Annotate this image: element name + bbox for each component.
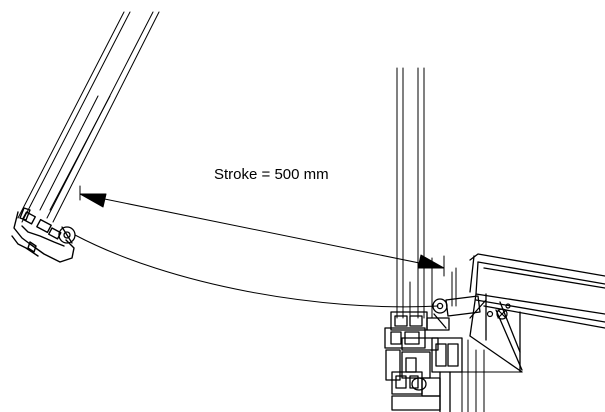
closed-pivot-arm (433, 296, 480, 328)
lower-frame-verticals (458, 340, 522, 412)
stroke-dimension-label: Stroke = 500 mm (214, 166, 329, 183)
stroke-arc (75, 235, 438, 307)
dimension-line (80, 186, 444, 276)
actuator-chain-guide (452, 268, 456, 306)
actuator-hinge-screws (488, 304, 511, 319)
arrowhead-right (418, 255, 444, 268)
open-sash-profile (12, 208, 74, 262)
actuator-housing (470, 254, 605, 372)
open-sash-frame (18, 12, 159, 222)
frame-profile-assembly (385, 312, 462, 412)
fixed-frame-vertical (397, 68, 432, 318)
arrowhead-left (80, 194, 106, 207)
